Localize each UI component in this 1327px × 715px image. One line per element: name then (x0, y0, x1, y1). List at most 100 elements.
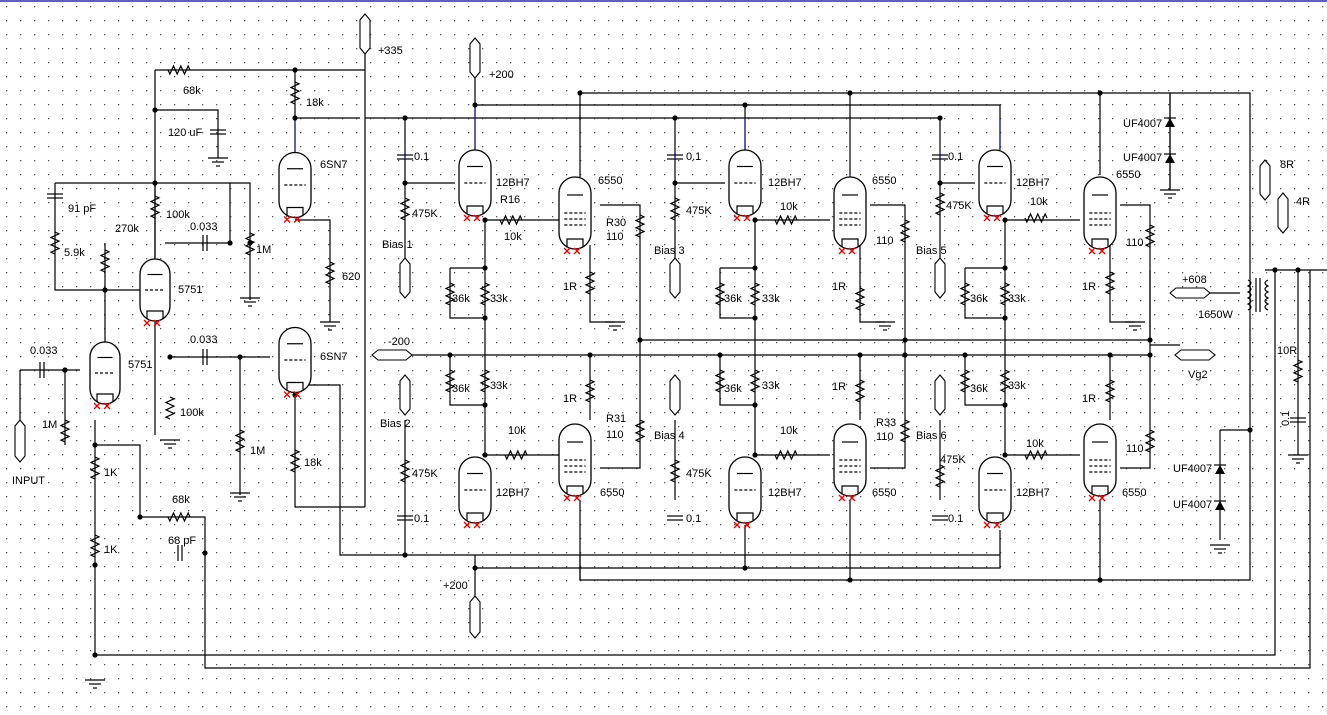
resistor (167, 511, 191, 523)
junction-dot (752, 402, 758, 408)
component-ref: R31 (606, 413, 626, 425)
component-ref: R16 (500, 194, 520, 206)
component-value: 18k (304, 457, 322, 469)
diode-label: UF4007 (1173, 499, 1212, 511)
resistor (399, 459, 411, 483)
resistor (669, 197, 681, 221)
junction-dot (227, 240, 233, 246)
component-value: 475K (686, 205, 712, 217)
input-label: INPUT (12, 475, 45, 487)
junction-dot (1002, 217, 1008, 223)
resistor (89, 456, 101, 480)
capacitor (1290, 417, 1306, 423)
junction-dot (752, 315, 758, 321)
junction-dot (672, 115, 678, 121)
component-value: 1M (250, 445, 265, 457)
capacitor (932, 515, 948, 521)
ground-symbol (1288, 454, 1308, 464)
component-value: 0.033 (190, 334, 218, 346)
junction-dot (1002, 402, 1008, 408)
resistor (1024, 212, 1048, 224)
component-value: 1R (1082, 281, 1096, 293)
junction-dot (902, 337, 908, 343)
labels: +335 +200 +200 -200 +608 Vg2 INPUT 1650W… (12, 45, 1310, 592)
resistor (504, 449, 528, 461)
junction-dot (857, 352, 863, 358)
resistor (999, 369, 1011, 393)
resistor (234, 429, 246, 453)
junction-dot (102, 287, 108, 293)
connector-port (399, 374, 411, 416)
resistor (634, 214, 646, 238)
bias-label: Bias 4 (654, 430, 685, 442)
capacitor (667, 154, 683, 160)
component-value: 0.1 (686, 151, 701, 163)
resistor (99, 249, 111, 273)
resistor (1024, 449, 1048, 461)
resistor (584, 271, 596, 295)
component-ref: R33 (876, 417, 896, 429)
resistor (167, 64, 191, 76)
component-value: 68 pF (168, 535, 196, 547)
vacuum-tube (978, 456, 1012, 529)
junction-dot (167, 354, 173, 360)
component-ref: R30 (606, 217, 626, 229)
resistor (1104, 379, 1116, 403)
resistor (1144, 429, 1156, 453)
connector-port (469, 37, 481, 79)
component-value: 10k (1030, 196, 1048, 208)
connector-port (934, 374, 946, 416)
junction-dot (402, 180, 408, 186)
component-value: 1M (256, 244, 271, 256)
bias-label: Bias 5 (916, 245, 947, 257)
resistor (499, 214, 523, 226)
resistor (324, 261, 336, 285)
component-value: 1K (104, 467, 118, 479)
component-value: 0.1 (414, 513, 429, 525)
resistor (479, 282, 491, 306)
diode-label: UF4007 (1123, 118, 1162, 130)
component-value: 100k (166, 209, 190, 221)
resistor (479, 369, 491, 393)
component-value: 475K (946, 200, 972, 212)
capacitors (39, 129, 1306, 561)
junctions (62, 67, 1301, 658)
junction-dot (402, 552, 408, 558)
component-value: 0.033 (190, 221, 218, 233)
component-value: 36k (452, 293, 470, 305)
component-value: 110 (1126, 237, 1144, 249)
component-value: 1R (1082, 393, 1096, 405)
ground-symbol (230, 492, 250, 502)
component-value: 36k (724, 383, 742, 395)
tube-label: 12BH7 (768, 487, 802, 499)
component-value: 10k (504, 231, 522, 243)
tap-4r-label: 4R (1296, 196, 1310, 208)
component-value: 110 (606, 429, 624, 441)
resistor (854, 287, 866, 311)
component-value: 1R (563, 281, 577, 293)
component-value: 1R (832, 281, 846, 293)
resistor (634, 419, 646, 443)
junction-dot (1107, 352, 1113, 358)
grounds (85, 157, 1308, 689)
tube-label: 6SN7 (320, 159, 348, 171)
junction-dot (1097, 577, 1103, 583)
junction-dot (587, 352, 593, 358)
component-value: 5.9k (64, 247, 85, 259)
resistor (584, 379, 596, 403)
resistor (444, 369, 456, 393)
junction-dot (482, 315, 488, 321)
connector-port (1174, 349, 1216, 361)
junction-dot (1002, 452, 1008, 458)
tap-8r-label: 8R (1280, 159, 1294, 171)
vacuum-tube (558, 176, 592, 255)
bias-label: Bias 1 (382, 239, 413, 251)
ground-symbol (875, 321, 895, 331)
junction-dot (1002, 265, 1008, 271)
diode-label: UF4007 (1173, 463, 1212, 475)
junction-dot (937, 115, 943, 121)
resistor (714, 369, 726, 393)
capacitor (397, 515, 413, 521)
junction-dot (1002, 315, 1008, 321)
resistor (714, 282, 726, 306)
